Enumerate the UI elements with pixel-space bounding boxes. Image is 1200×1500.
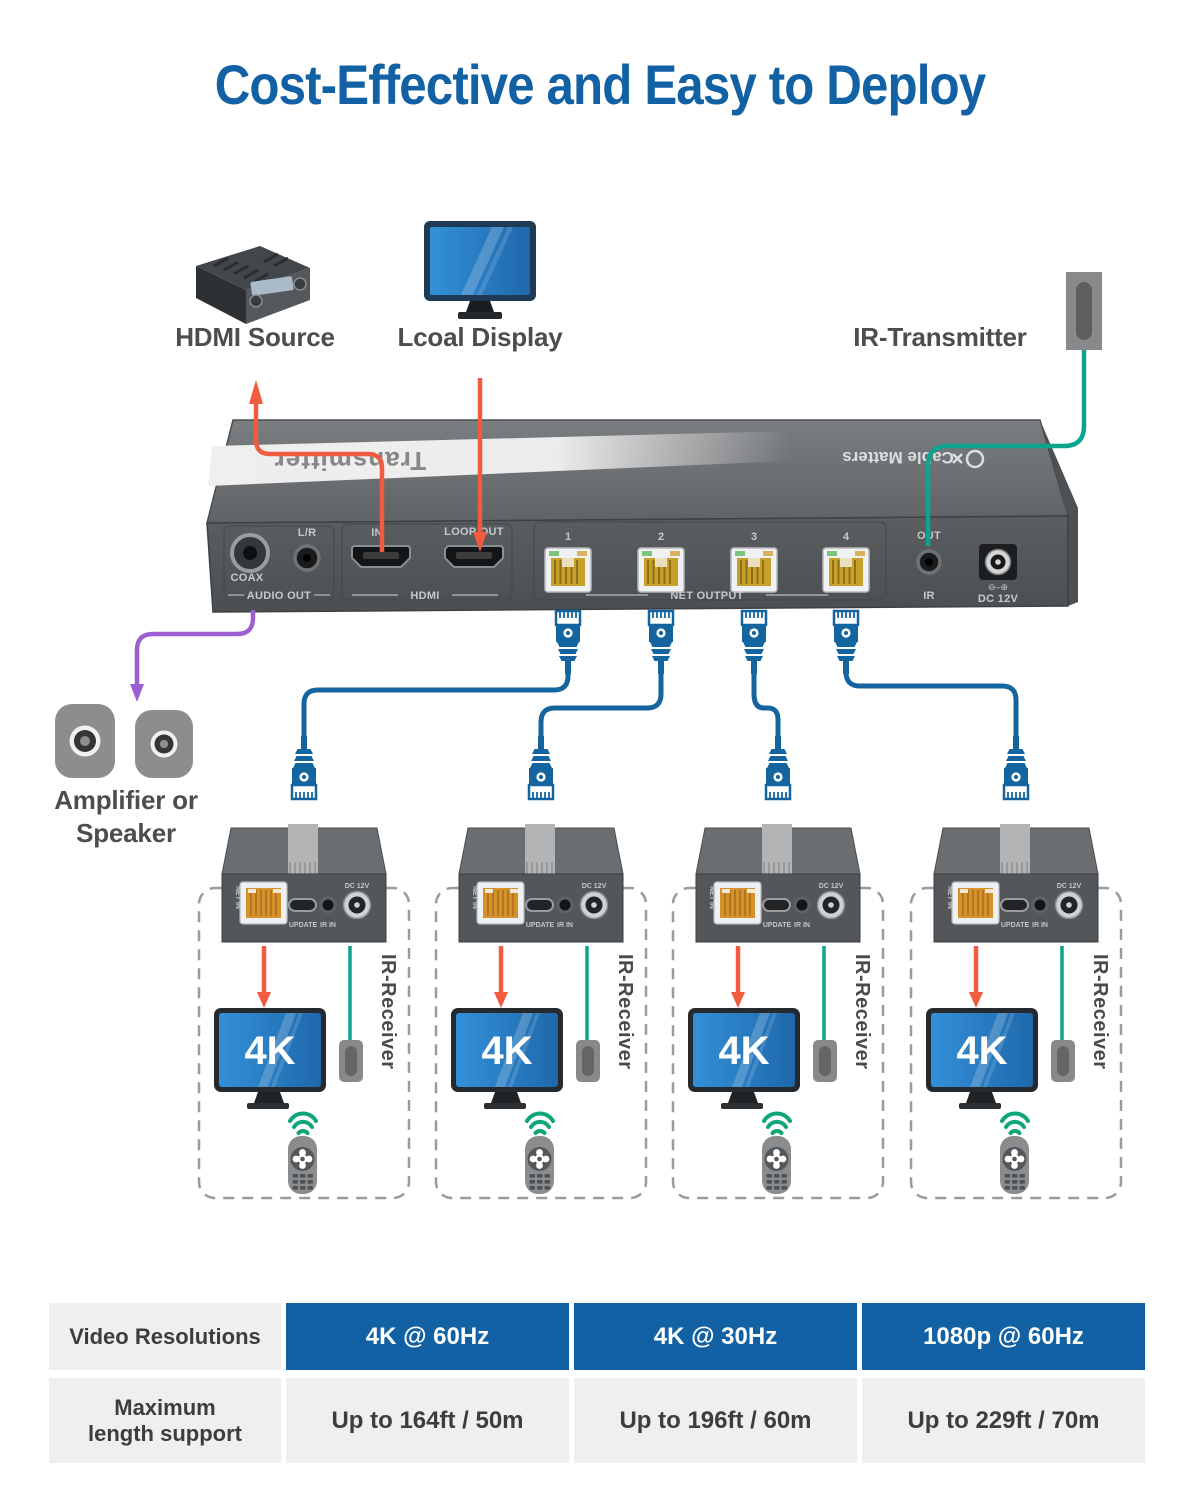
hdmi-source-arrow: [249, 380, 385, 552]
dc-polarity-label: ⊖–⊕: [988, 582, 1008, 592]
plug-top-4: [832, 609, 860, 676]
audio-out-arrow: [130, 610, 256, 702]
net-output-group-label: NET OUTPUT: [670, 590, 743, 602]
net-output-port-2: [637, 547, 685, 593]
plug-top-3: [740, 609, 768, 676]
plug-bottom-4: [1002, 734, 1030, 801]
brand-logo: Cable Matters: [842, 448, 985, 469]
plug-bottom-2: [527, 734, 555, 801]
table-length-1: Up to 164ft / 50m: [286, 1378, 569, 1463]
transmitter-device: Transmitter Cable Matters COAX L/R AUDIO…: [206, 419, 1078, 613]
ir-transmitter-icon: [1066, 272, 1102, 350]
table-resolution-1: 4K @ 60Hz: [286, 1303, 569, 1370]
plug-bottom-1: [290, 734, 318, 801]
amplifier-label-line2: Speaker: [76, 817, 176, 848]
spec-table: Video Resolutions 4K @ 60Hz 4K @ 30Hz 10…: [49, 1303, 1146, 1463]
coax-label: COAX: [231, 572, 264, 584]
plug-top-1: [554, 609, 582, 676]
receiver-group-1: [199, 824, 409, 1198]
net2-label: 2: [658, 531, 664, 543]
amplifier-label-line1: Amplifier or: [54, 785, 198, 815]
ethernet-cable-1: [301, 662, 571, 748]
local-display-icon: [424, 221, 536, 319]
ir-group-label: IR: [923, 590, 935, 602]
plug-top-2: [647, 609, 675, 676]
local-display-arrow: [473, 378, 487, 552]
transmitter-name-label: Transmitter: [274, 446, 427, 476]
hdmi-group-label: HDMI: [410, 590, 439, 602]
table-resolution-3: 1080p @ 60Hz: [862, 1303, 1145, 1370]
page-title: Cost-Effective and Easy to Deploy: [214, 53, 986, 116]
net1-label: 1: [565, 531, 571, 543]
brand-label: Cable Matters: [842, 448, 953, 467]
table-resolution-2: 4K @ 30Hz: [574, 1303, 857, 1370]
ir-transmitter-cable: [925, 350, 1087, 546]
net4-label: 4: [843, 531, 850, 543]
net-output-port-1: [544, 547, 592, 593]
hdmi-in-port: [351, 545, 411, 568]
loop-out-port: [444, 545, 504, 568]
plug-bottom-3: [764, 734, 792, 801]
ethernet-cable-3: [751, 662, 781, 748]
net-output-port-3: [730, 547, 778, 593]
receiver-group-3: [673, 824, 883, 1198]
ethernet-cable-4: [843, 662, 1019, 748]
table-length-2: Up to 196ft / 60m: [574, 1378, 857, 1463]
net3-label: 3: [751, 531, 757, 543]
local-display-label: Lcoal Display: [397, 322, 563, 352]
lr-label: L/R: [298, 527, 317, 539]
ethernet-cables: [301, 662, 1019, 748]
receiver-group-4: [911, 824, 1121, 1198]
amplifier-speaker-label: Amplifier or Speaker: [26, 784, 226, 849]
ir-transmitter-label: IR-Transmitter: [853, 322, 1027, 352]
dc-power-label: DC 12V: [978, 593, 1019, 605]
net-output-port-4: [822, 547, 870, 593]
hdmi-in-label: IN: [371, 527, 383, 539]
audio-out-group-label: AUDIO OUT: [247, 590, 311, 602]
ethernet-cable-2: [538, 662, 664, 748]
table-row2-header: Maximum length support: [49, 1378, 281, 1463]
table-length-3: Up to 229ft / 70m: [862, 1378, 1145, 1463]
receiver-group-2: [436, 824, 646, 1198]
hdmi-source-label: HDMI Source: [175, 322, 335, 352]
transmitter-stripe: [208, 431, 790, 486]
table-row1-header: Video Resolutions: [49, 1303, 281, 1370]
hdmi-source-icon: [196, 246, 310, 324]
speaker-icon: [55, 704, 193, 778]
